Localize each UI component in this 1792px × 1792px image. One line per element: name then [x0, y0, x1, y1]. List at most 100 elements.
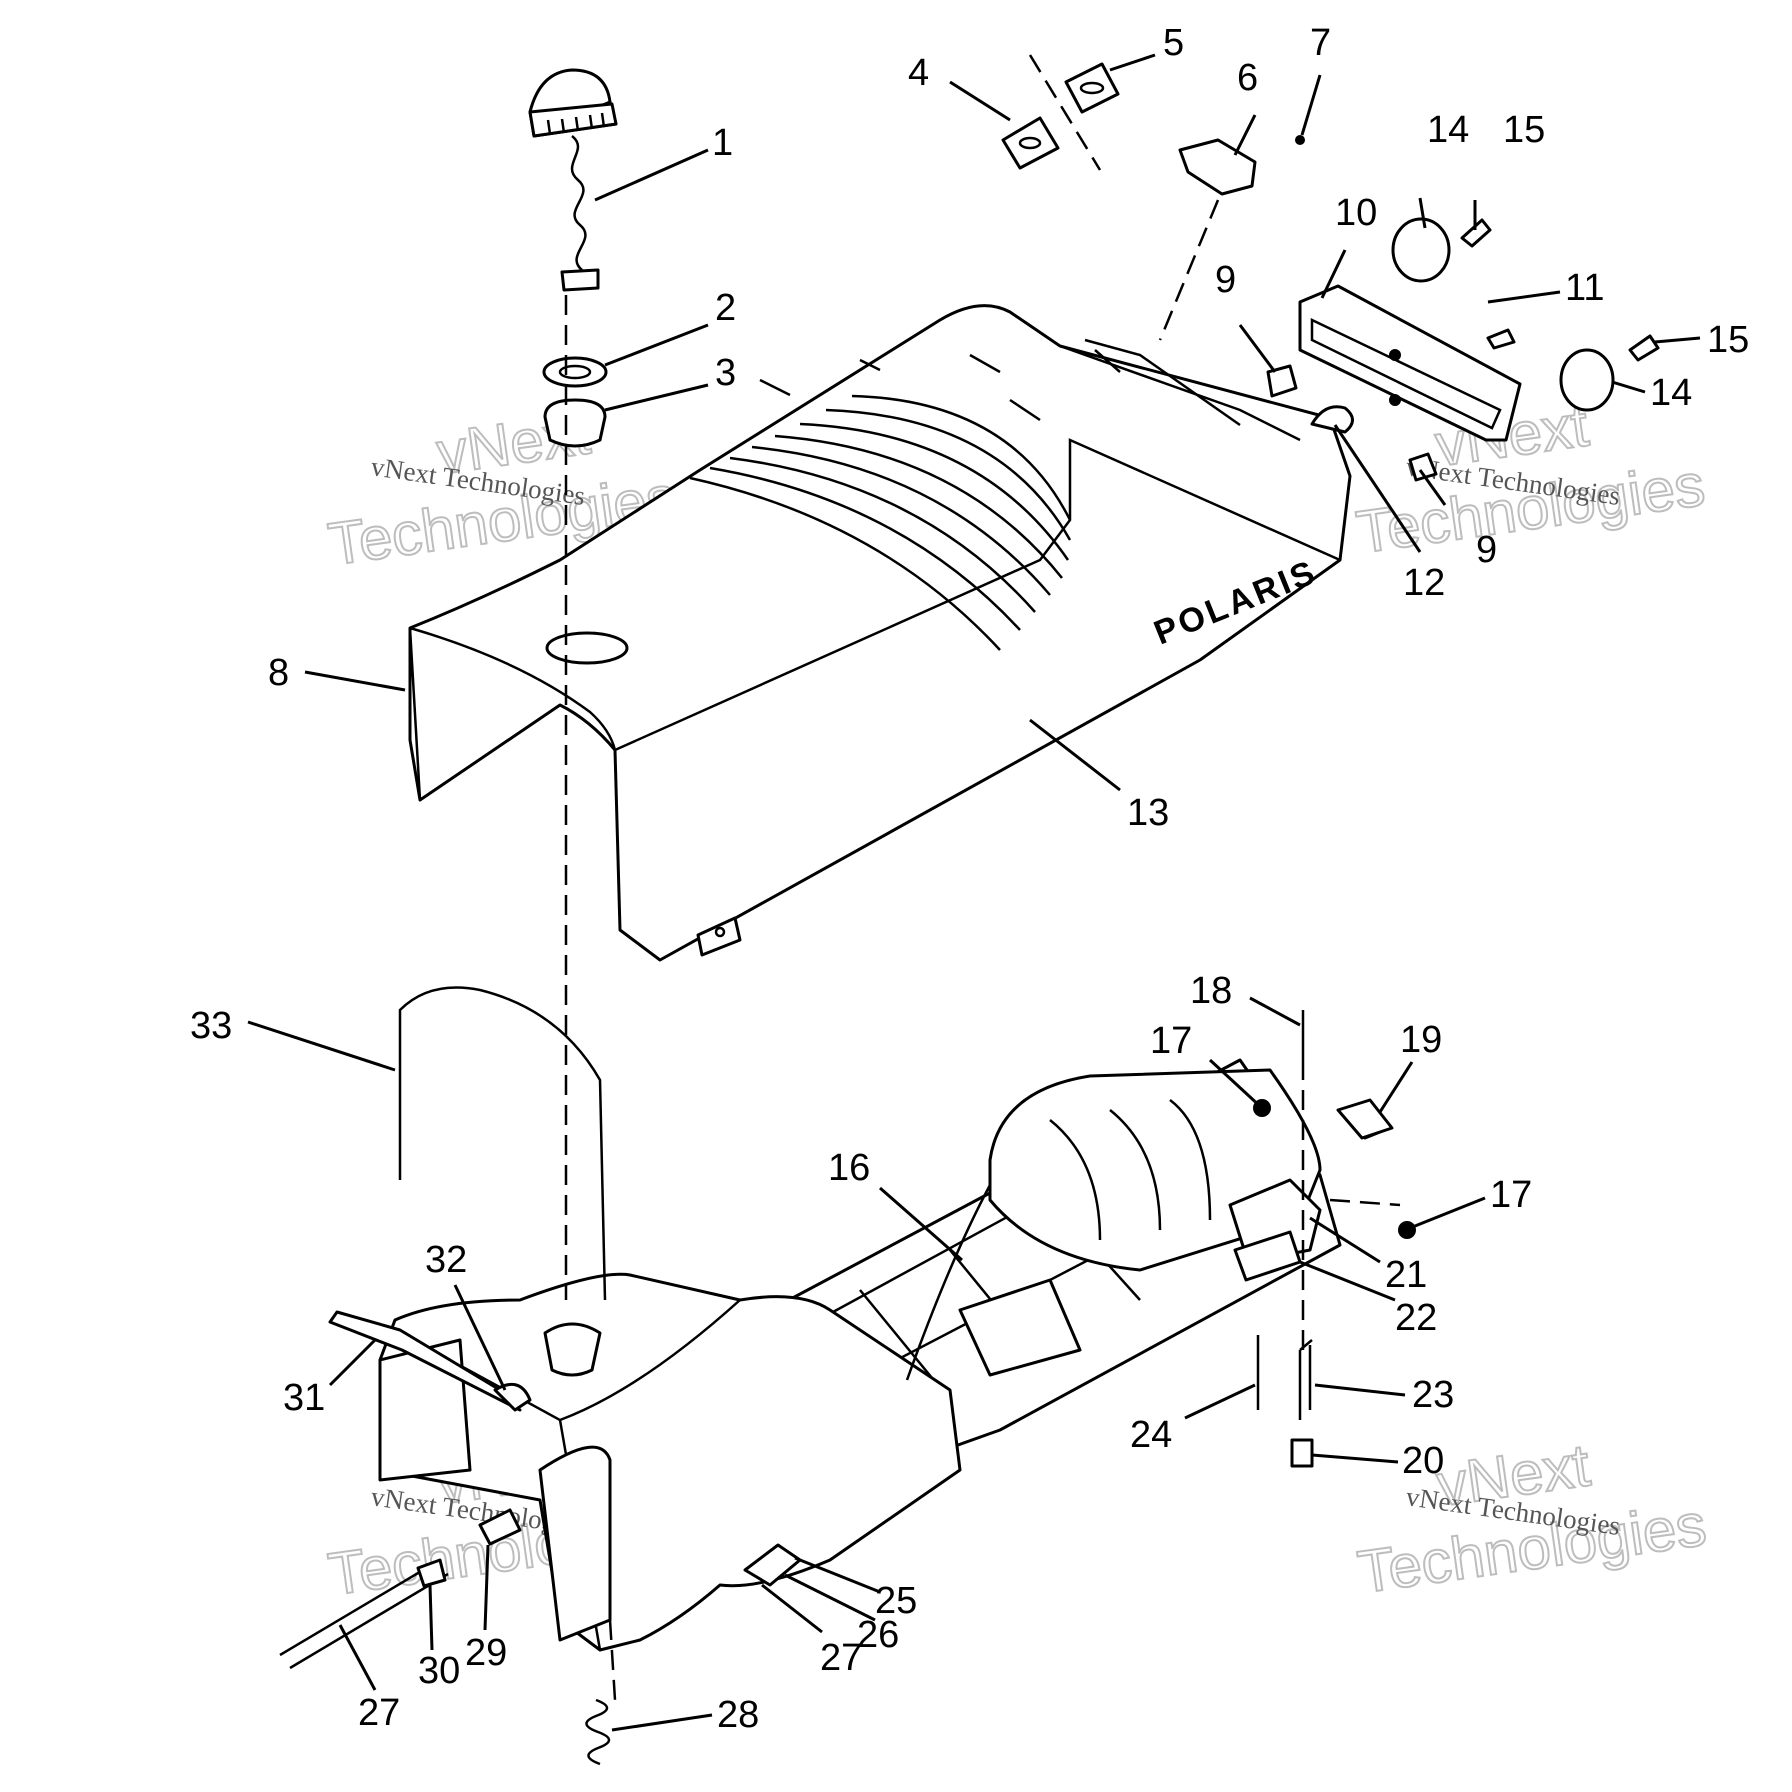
- callout-4: 4: [908, 52, 929, 94]
- filler-ring-hole: [558, 364, 592, 380]
- fuel-line-27: [279, 1558, 441, 1657]
- clamp-30: [416, 1558, 447, 1588]
- leader-14-top: [1418, 197, 1427, 229]
- leader-14-bottom: [1611, 380, 1646, 394]
- fuel-line-27-b: [289, 1572, 449, 1670]
- seat-filler-hole: [545, 631, 629, 665]
- seat-pleat: [729, 456, 1036, 613]
- reflector-5-slot: [1079, 81, 1105, 95]
- cable-33: [398, 986, 607, 1301]
- seat-pleat: [825, 408, 1072, 541]
- seat-tail-ridge: [1059, 344, 1301, 442]
- leader-31: [328, 1338, 377, 1387]
- seat-pleat: [751, 445, 1051, 596]
- leader-10: [1320, 249, 1347, 299]
- grommet-14-bottom: [1559, 348, 1615, 412]
- callout-15-top: 15: [1503, 109, 1545, 151]
- leader-8: [304, 670, 406, 692]
- reflector-centerline: [1028, 54, 1102, 171]
- taillight-assembly: [1001, 62, 1660, 482]
- taillight-housing-10: [1298, 284, 1522, 442]
- nut-centerline: [1329, 1198, 1401, 1207]
- taillight-lens-window: [1310, 318, 1502, 430]
- leader-lines: [247, 53, 1701, 1732]
- callout-32: 32: [425, 1239, 467, 1281]
- leader-5: [1109, 53, 1156, 72]
- tray-31: [328, 1310, 522, 1412]
- callout-labels: 1 2 3 4 5 6 7 8 9 9 10 11 12 13 14 14 15…: [190, 22, 1749, 1736]
- leader-20: [1311, 1453, 1399, 1464]
- callout-1: 1: [712, 122, 733, 164]
- leader-13: [1029, 718, 1121, 792]
- leader-6: [1233, 114, 1257, 156]
- leader-2: [604, 323, 709, 367]
- callout-24: 24: [1130, 1414, 1172, 1456]
- callout-20: 20: [1402, 1440, 1444, 1482]
- housing-screw: [1389, 394, 1401, 406]
- leader-33: [247, 1020, 396, 1072]
- leader-15-bottom: [1654, 336, 1701, 344]
- callout-28: 28: [717, 1694, 759, 1736]
- housing-screw: [1389, 349, 1401, 361]
- seat-mount-hole: [714, 926, 726, 938]
- callout-9-bottom: 9: [1476, 529, 1497, 571]
- screw-15-bottom: [1628, 334, 1660, 362]
- callout-31: 31: [283, 1377, 325, 1419]
- seat-pleat: [851, 394, 1072, 521]
- seat-tail-ridge-2: [1084, 338, 1241, 427]
- seat-pleat: [799, 422, 1070, 561]
- seat-pleat: [689, 476, 1001, 651]
- callout-12: 12: [1403, 562, 1445, 604]
- callout-26: 26: [857, 1614, 899, 1656]
- fuel-cap-knurl-lines: [546, 112, 606, 135]
- bulb-socket-9: [1266, 364, 1298, 398]
- leader-30: [428, 1584, 434, 1651]
- filler-ring: [542, 356, 608, 388]
- callout-9-top: 9: [1215, 259, 1236, 301]
- fuel-filter-plate: [958, 1278, 1082, 1377]
- bolt-20-head: [1290, 1438, 1314, 1468]
- fitting-29: [478, 1508, 522, 1546]
- reflector-5: [1064, 62, 1120, 114]
- callout-15-bottom: 15: [1707, 319, 1749, 361]
- leader-1: [594, 148, 709, 202]
- callout-23: 23: [1412, 1374, 1454, 1416]
- leader-9-bottom: [1418, 469, 1447, 506]
- seat-front-edge: [408, 627, 422, 801]
- leader-29: [483, 1544, 490, 1631]
- callout-17-right: 17: [1490, 1174, 1532, 1216]
- fuel-tank-assembly: [279, 986, 1416, 1766]
- leader-28: [611, 1713, 713, 1732]
- leader-32: [453, 1284, 507, 1391]
- hose-16: [905, 1184, 992, 1381]
- callout-14-bottom: 14: [1650, 372, 1692, 414]
- nut-17: [1398, 1221, 1416, 1239]
- tether-clip: [560, 268, 600, 292]
- oil-tank-ribs: [1049, 1099, 1212, 1241]
- fuel-tank-ridge: [559, 1299, 741, 1422]
- leader-9-top: [1238, 324, 1277, 373]
- leader-26: [784, 1573, 876, 1622]
- leader-7: [1300, 74, 1322, 136]
- callout-11: 11: [1565, 267, 1604, 309]
- callout-6: 6: [1237, 57, 1258, 99]
- leader-25: [794, 1556, 881, 1594]
- bulb-12: [1310, 405, 1354, 434]
- callout-19: 19: [1400, 1019, 1442, 1061]
- fuel-cap-tether: [570, 135, 587, 271]
- screw-11: [1486, 328, 1516, 350]
- screw-7: [1295, 135, 1305, 145]
- callout-27-right: 27: [820, 1637, 862, 1679]
- callout-3: 3: [715, 352, 736, 394]
- leader-17-right: [1409, 1196, 1486, 1230]
- leader-24: [1184, 1383, 1256, 1420]
- seat-tail-notch: [1094, 349, 1121, 373]
- bracket-19: [1336, 1098, 1394, 1140]
- leader-27-right: [761, 1583, 823, 1634]
- leader-27-left: [338, 1624, 377, 1691]
- leader-23: [1314, 1383, 1406, 1397]
- fuel-tank-side-panel-2: [538, 1445, 612, 1642]
- leader-17-top: [1208, 1058, 1264, 1110]
- reflector-4-slot: [1018, 136, 1042, 150]
- bracket-centerline: [1158, 199, 1220, 341]
